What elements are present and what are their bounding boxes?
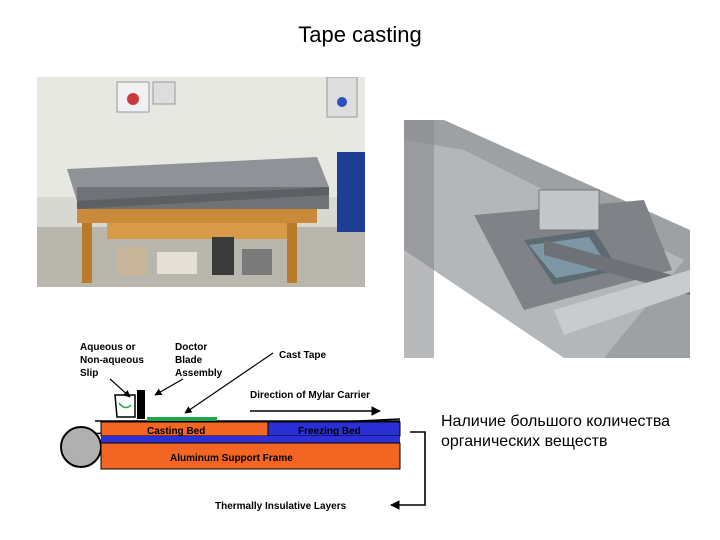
slip-arrow <box>109 378 131 398</box>
slip-reservoir <box>114 394 136 418</box>
freezing-bed-label: Freezing Bed <box>298 426 361 437</box>
insulation-label: Thermally Insulative Layers <box>215 501 347 512</box>
doctor-blade-closeup-photo <box>404 120 690 358</box>
tape-casting-machine-photo <box>37 77 365 287</box>
doctor-blade <box>137 390 145 419</box>
support-frame <box>100 442 401 470</box>
slip-icon <box>118 402 132 409</box>
cast-tape-label: Cast Tape <box>279 350 326 361</box>
slip-label: Aqueous or Non-aqueous Slip <box>80 342 147 379</box>
casting-bed-label: Casting Bed <box>147 426 205 437</box>
slide-title: Tape casting <box>298 22 422 47</box>
cast-tape-arrow <box>184 352 274 414</box>
doctor-blade-label: Doctor Blade Assembly <box>175 342 223 379</box>
direction-label: Direction of Mylar Carrier <box>250 390 370 401</box>
cast-tape <box>147 417 217 421</box>
slide-caption: Наличие большого количества органических… <box>441 413 671 450</box>
doctor-blade-arrow <box>154 378 184 396</box>
doctor-blade-illustration <box>404 120 690 358</box>
insulative-layer <box>101 436 400 443</box>
support-frame-label: Aluminum Support Frame <box>170 453 293 464</box>
tape-casting-diagram: Aqueous or Non-aqueous Slip Doctor Blade… <box>60 342 426 512</box>
insulation-bracket <box>390 431 426 510</box>
roller <box>60 426 102 468</box>
tape-casting-machine-illustration <box>37 77 365 287</box>
